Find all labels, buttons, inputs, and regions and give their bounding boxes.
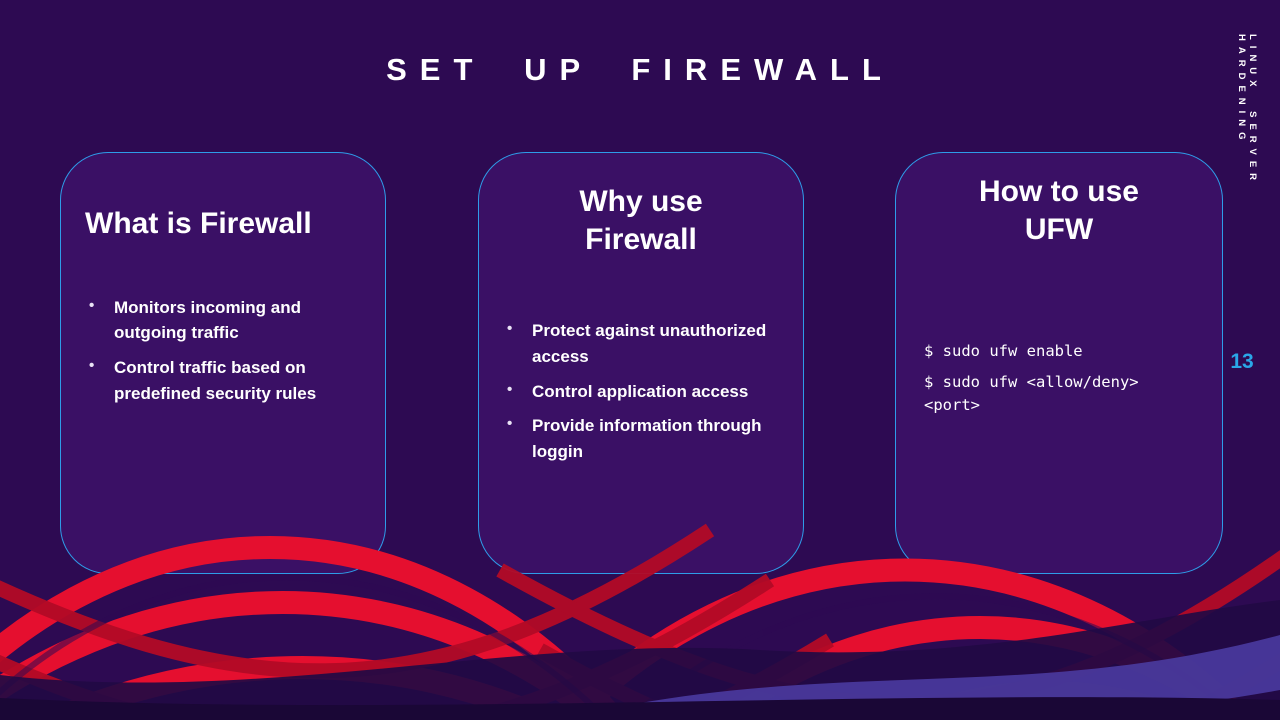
page-number: 13: [1230, 350, 1254, 373]
card-title: What is Firewall: [85, 207, 312, 240]
bullet-item: Protect against unauthorized access: [505, 318, 779, 370]
card-title: Why use Firewall: [579, 185, 703, 256]
code-line: $ sudo ufw enable: [924, 342, 1083, 360]
card-why-use-firewall: Why use Firewall Protect against unautho…: [478, 152, 804, 574]
bullet-list: Monitors incoming and outgoing traffic C…: [87, 295, 361, 407]
bullet-list: Protect against unauthorized access Cont…: [505, 318, 779, 465]
vertical-sidebar-label: LINUX SERVER HARDENING: [1236, 34, 1258, 187]
code-line: $ sudo ufw <allow/deny> <port>: [924, 373, 1139, 414]
bullet-item: Provide information through loggin: [505, 413, 779, 465]
card-how-to-use-ufw: How to use UFW $ sudo ufw enable $ sudo …: [895, 152, 1223, 574]
bullet-item: Control application access: [505, 379, 779, 405]
card-what-is-firewall: What is Firewall Monitors incoming and o…: [60, 152, 386, 574]
card-title: How to use UFW: [978, 175, 1139, 246]
slide-title: SET UP FIREWALL: [386, 52, 894, 87]
code-block: $ sudo ufw enable $ sudo ufw <allow/deny…: [924, 340, 1198, 416]
bullet-item: Monitors incoming and outgoing traffic: [87, 295, 361, 347]
bullet-item: Control traffic based on predefined secu…: [87, 355, 361, 407]
